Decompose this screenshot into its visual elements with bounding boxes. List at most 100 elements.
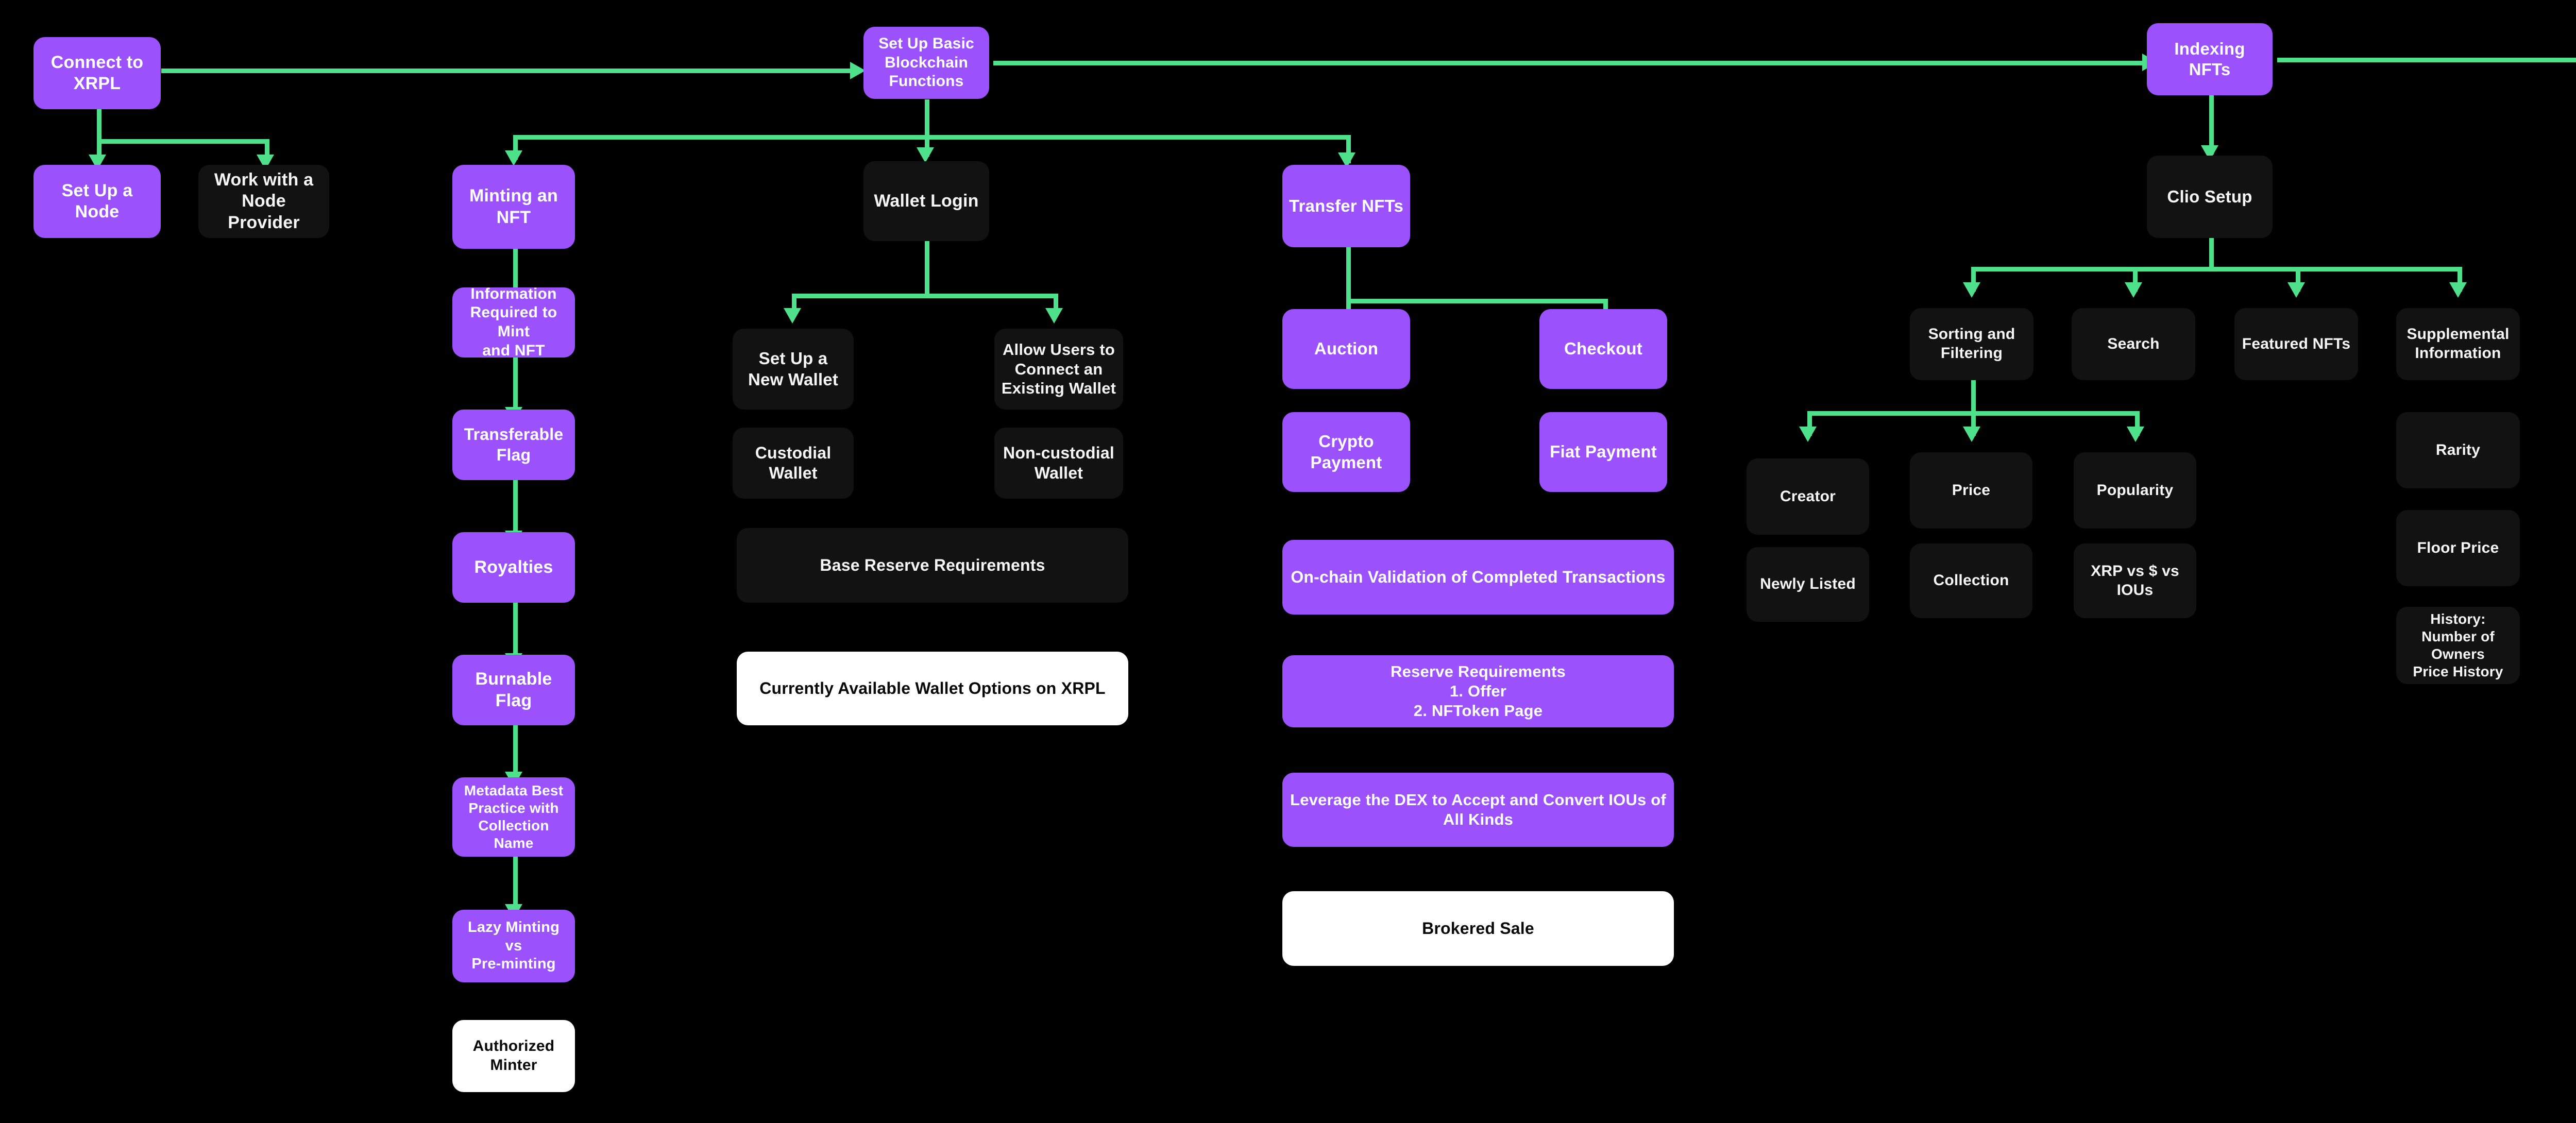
edge-indexing-to-clio [2209,95,2214,155]
node-non-custodial-wallet[interactable]: Non-custodial Wallet [994,428,1123,499]
edge-to-minting-an-nft [513,135,518,160]
node-label: Transferable Flag [464,425,564,464]
node-label: Leverage the DEX to Accept and Convert I… [1290,791,1666,828]
node-allow-users-to-connect-an-existing-wallet[interactable]: Allow Users to Connect an Existing Walle… [994,329,1123,410]
edge-transfer-nfts-down [1346,247,1351,304]
node-label: Burnable Flag [475,669,552,710]
node-set-up-a-node[interactable]: Set Up a Node [33,165,161,238]
node-reserve-requirements[interactable]: Reserve Requirements 1. Offer 2. NFToken… [1282,655,1674,727]
node-label: Clio Setup [2167,186,2252,206]
node-auction[interactable]: Auction [1282,309,1410,389]
node-floor-price[interactable]: Floor Price [2396,510,2520,586]
edge-wallet-login-branch-bar [792,294,1058,298]
edge-sorting-down [1971,375,1976,415]
node-currently-available-wallet-options-on-xrpl[interactable]: Currently Available Wallet Options on XR… [737,652,1128,725]
node-wallet-login[interactable]: Wallet Login [863,161,989,241]
edge-clio-branch-bar [1971,267,2460,271]
arrowhead-featured-nfts [2287,282,2305,298]
edge-transfer-branch-bar [1346,299,1608,303]
node-minting-an-nft[interactable]: Minting an NFT [452,165,575,249]
edge-to-set-up-a-node [97,139,101,163]
node-label: Transfer NFTs [1289,196,1404,215]
arrowhead-sorting-filtering [1963,282,1980,298]
node-label: Information Required to Mint and NFT [470,285,557,359]
edge-basic-functions-down [925,99,929,138]
edge-to-existing-wallet [1054,294,1058,315]
node-featured-nfts[interactable]: Featured NFTs [2234,308,2358,380]
node-rarity[interactable]: Rarity [2396,412,2520,488]
node-creator[interactable]: Creator [1747,458,1869,535]
node-crypto-payment[interactable]: Crypto Payment [1282,412,1410,492]
edge-to-transfer-nfts [1346,135,1351,163]
node-set-up-a-new-wallet[interactable]: Set Up a New Wallet [733,329,854,410]
node-popularity[interactable]: Popularity [2074,452,2196,529]
node-information-required-to-mint-and-nft[interactable]: Information Required to Mint and NFT [452,285,575,359]
node-label: XRP vs $ vs IOUs [2091,562,2179,599]
node-base-reserve-requirements[interactable]: Base Reserve Requirements [737,528,1128,603]
node-label: Collection [1933,572,2009,589]
node-metadata-best-practice-with-collection-name[interactable]: Metadata Best Practice with Collection N… [452,777,575,857]
edge-burnable-to-metadata [513,725,518,781]
node-on-chain-validation-of-completed-transactions[interactable]: On-chain Validation of Completed Transac… [1282,540,1674,615]
node-label: Work with a Node Provider [214,169,314,232]
node-label: Reserve Requirements 1. Offer 2. NFToken… [1391,662,1566,720]
node-history[interactable]: History: Number of Owners Price History [2396,607,2520,684]
edge-to-new-wallet [792,294,796,315]
node-label: Newly Listed [1760,575,1856,593]
node-set-up-basic-blockchain-functions[interactable]: Set Up Basic Blockchain Functions [863,27,989,99]
node-indexing-nfts[interactable]: Indexing NFTs [2147,23,2273,95]
node-label: Indexing NFTs [2174,39,2245,79]
node-label: Set Up a Node [61,180,133,222]
arrowhead-popularity [2127,427,2144,442]
node-supplemental-information[interactable]: Supplemental Information [2396,308,2520,380]
node-burnable-flag[interactable]: Burnable Flag [452,655,575,725]
node-search[interactable]: Search [2072,308,2195,380]
node-label: Non-custodial Wallet [1003,443,1114,482]
node-clio-setup[interactable]: Clio Setup [2147,156,2273,238]
node-label: Rarity [2435,441,2481,458]
node-xrp-vs-dollar-vs-ious[interactable]: XRP vs $ vs IOUs [2074,543,2196,618]
node-lazy-minting-vs-pre-minting[interactable]: Lazy Minting vs Pre-minting [452,910,575,982]
node-label: Set Up Basic Blockchain Functions [878,35,974,90]
node-label: Crypto Payment [1310,432,1382,472]
node-label: Wallet Login [874,191,979,211]
edge-to-node-provider [265,139,269,163]
node-label: Authorized Minter [472,1037,555,1074]
edge-indexing-to-nft-caching [2277,58,2576,62]
edge-to-creator [1807,411,1812,436]
arrowhead-set-up-new-wallet [784,308,801,324]
node-transferable-flag[interactable]: Transferable Flag [452,410,575,480]
node-sorting-and-filtering[interactable]: Sorting and Filtering [1910,308,2033,380]
arrowhead-price [1963,427,1980,442]
node-label: Popularity [2096,481,2174,499]
node-brokered-sale[interactable]: Brokered Sale [1282,891,1674,966]
node-label: Checkout [1564,339,1642,359]
node-label: On-chain Validation of Completed Transac… [1291,567,1666,586]
edge-connect-to-basic-functions [161,69,854,73]
node-label: Metadata Best Practice with Collection N… [464,782,564,852]
node-checkout[interactable]: Checkout [1539,309,1667,389]
edge-to-featured-nfts [2296,267,2300,292]
node-label: Featured NFTs [2242,335,2351,352]
arrowhead-basic-functions [850,62,866,79]
node-label: Allow Users to Connect an Existing Walle… [1001,340,1116,398]
node-authorized-minter[interactable]: Authorized Minter [452,1020,575,1092]
node-transfer-nfts[interactable]: Transfer NFTs [1282,165,1410,247]
edge-to-search [2133,267,2138,292]
edge-wallet-login-down [925,241,929,298]
node-label: Connect to XRPL [50,52,144,93]
node-royalties[interactable]: Royalties [452,532,575,603]
node-label: Auction [1314,339,1379,359]
edge-transferable-to-royalties [513,480,518,541]
node-collection[interactable]: Collection [1910,543,2032,618]
node-price[interactable]: Price [1910,452,2032,529]
node-connect-to-xrpl[interactable]: Connect to XRPL [33,37,161,109]
node-label: Base Reserve Requirements [820,555,1045,574]
node-fiat-payment[interactable]: Fiat Payment [1539,412,1667,492]
node-label: Sorting and Filtering [1928,326,2015,362]
node-work-with-a-node-provider[interactable]: Work with a Node Provider [198,165,329,238]
node-leverage-the-dex[interactable]: Leverage the DEX to Accept and Convert I… [1282,773,1674,847]
node-custodial-wallet[interactable]: Custodial Wallet [733,428,854,499]
edge-metadata-to-lazy-minting [513,857,518,913]
node-newly-listed[interactable]: Newly Listed [1747,547,1869,622]
